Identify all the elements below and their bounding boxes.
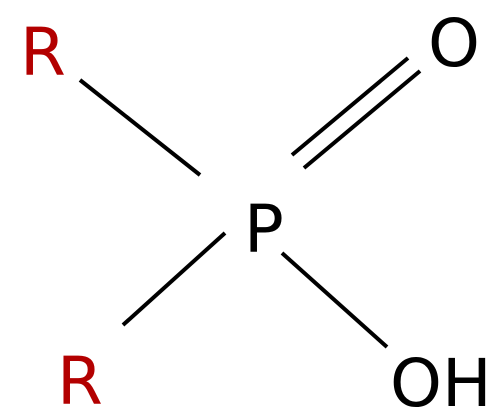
atom-r-bottom: R xyxy=(57,343,103,413)
bond-p-r-top xyxy=(78,78,202,177)
double-bond-p-o-line-1 xyxy=(290,56,410,157)
atom-phosphorus: P xyxy=(244,191,284,268)
atom-oxygen: O xyxy=(428,5,480,82)
bond-p-oh xyxy=(280,251,389,349)
bond-p-r-bottom xyxy=(121,231,227,327)
atom-hydroxyl: OH xyxy=(390,345,492,413)
double-bond-p-o-line-2 xyxy=(302,69,422,170)
atom-r-top: R xyxy=(20,14,66,91)
